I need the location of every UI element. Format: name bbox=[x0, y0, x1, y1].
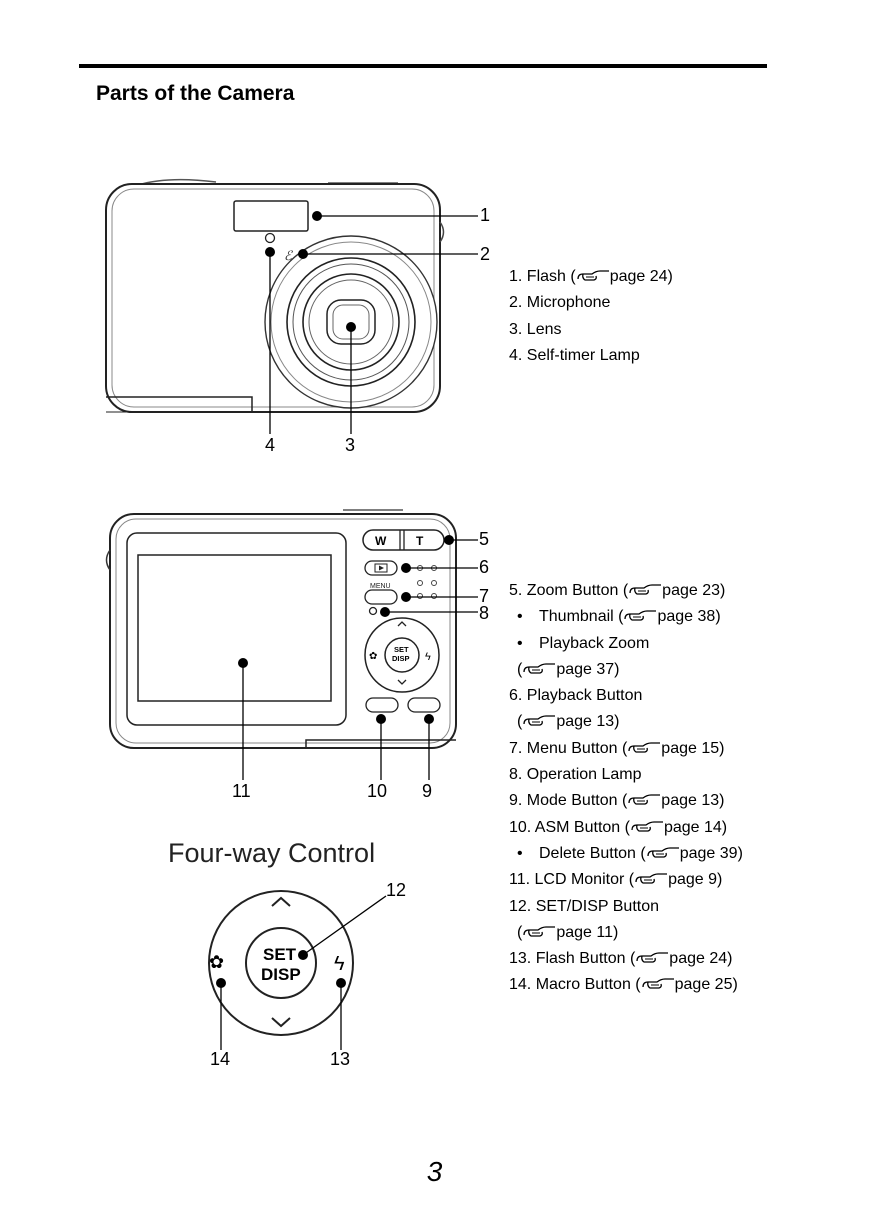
list-item: 6. Playback Button bbox=[509, 687, 643, 705]
page-reference-icon bbox=[641, 974, 675, 1000]
svg-text:SET: SET bbox=[394, 645, 409, 654]
list-item: 2. Microphone bbox=[509, 294, 611, 312]
callout-10: 10 bbox=[367, 781, 387, 801]
callout-3: 3 bbox=[345, 435, 355, 455]
page-reference-icon bbox=[522, 711, 556, 737]
svg-text:MENU: MENU bbox=[370, 583, 391, 590]
header-rule bbox=[79, 64, 767, 68]
callout-2: 2 bbox=[480, 244, 490, 264]
disp-label: DISP bbox=[261, 965, 301, 984]
page-reference-icon bbox=[522, 922, 556, 948]
page-reference-icon bbox=[628, 580, 662, 606]
flash-icon: ϟ bbox=[334, 953, 345, 975]
callout-6: 6 bbox=[479, 557, 489, 577]
page-reference-icon bbox=[627, 790, 661, 816]
page-reference-icon bbox=[646, 843, 680, 869]
callout-12: 12 bbox=[386, 880, 406, 900]
camera-back-diagram: W T MENU SET DISP ✿ ϟ 5 6 7 8 9 10 11 bbox=[105, 509, 489, 801]
zoom-button: W T bbox=[362, 529, 445, 551]
page-title: Parts of the Camera bbox=[96, 82, 295, 105]
list-item: 11. LCD Monitor (page 9) bbox=[509, 867, 743, 893]
callout-7: 7 bbox=[479, 586, 489, 606]
svg-text:ℰ: ℰ bbox=[284, 248, 293, 263]
page-reference-icon bbox=[522, 659, 556, 685]
list-item: 7. Menu Button (page 15) bbox=[509, 736, 743, 762]
svg-text:T: T bbox=[416, 534, 424, 548]
page-number: 3 bbox=[426, 1156, 443, 1187]
list-item: •Playback Zoom bbox=[517, 634, 650, 652]
svg-text:DISP: DISP bbox=[392, 654, 410, 663]
page-reference-icon bbox=[576, 266, 610, 292]
list-item: 8. Operation Lamp bbox=[509, 766, 642, 784]
four-way-control-diagram: Four-way Control SET DISP ✿ ϟ 12 13 14 bbox=[168, 838, 406, 1069]
svg-text:ϟ: ϟ bbox=[425, 651, 431, 663]
list-item: (page 11) bbox=[509, 920, 743, 946]
list-item: 1. Flash (page 24) bbox=[509, 264, 673, 290]
page-reference-icon bbox=[630, 817, 664, 843]
self-timer-lamp-outline bbox=[264, 232, 276, 244]
callout-1: 1 bbox=[480, 205, 490, 225]
list-item: 13. Flash Button (page 24) bbox=[509, 946, 743, 972]
list-item: 14. Macro Button (page 25) bbox=[509, 972, 743, 998]
front-parts-list: 1. Flash (page 24) 2. Microphone 3. Lens… bbox=[509, 264, 673, 369]
callout-4: 4 bbox=[265, 435, 275, 455]
menu-button bbox=[364, 589, 398, 605]
list-item: 3. Lens bbox=[509, 320, 562, 338]
camera-front-diagram: ℰ 1 2 3 4 bbox=[105, 178, 490, 455]
list-item: 10. ASM Button (page 14) bbox=[509, 815, 743, 841]
callout-11: 11 bbox=[232, 781, 251, 801]
list-item: 9. Mode Button (page 13) bbox=[509, 788, 743, 814]
svg-text:W: W bbox=[375, 534, 387, 548]
page-reference-icon bbox=[634, 869, 668, 895]
callout-13: 13 bbox=[330, 1049, 350, 1069]
list-item: 4. Self-timer Lamp bbox=[509, 346, 640, 364]
list-item: (page 37) bbox=[509, 657, 743, 683]
callout-9: 9 bbox=[422, 781, 432, 801]
list-item: (page 13) bbox=[509, 709, 743, 735]
set-label: SET bbox=[263, 945, 297, 964]
four-way-dial-small: SET DISP ✿ ϟ bbox=[364, 617, 440, 693]
list-item: 12. SET/DISP Button bbox=[509, 897, 660, 915]
callout-8: 8 bbox=[479, 603, 489, 623]
callout-5: 5 bbox=[479, 529, 489, 549]
page-reference-icon bbox=[635, 948, 669, 974]
flash-window bbox=[233, 200, 309, 232]
list-item: •Thumbnail (page 38) bbox=[509, 604, 743, 630]
back-parts-list: 5. Zoom Button (page 23) •Thumbnail (pag… bbox=[509, 578, 743, 999]
page-reference-icon bbox=[627, 738, 661, 764]
svg-text:✿: ✿ bbox=[369, 651, 377, 662]
callout-14: 14 bbox=[210, 1049, 230, 1069]
asm-button bbox=[365, 697, 399, 713]
mode-button bbox=[407, 697, 441, 713]
page-reference-icon bbox=[623, 606, 657, 632]
list-item: •Delete Button (page 39) bbox=[509, 841, 743, 867]
macro-icon: ✿ bbox=[209, 952, 224, 972]
four-way-heading: Four-way Control bbox=[168, 838, 375, 868]
list-item: 5. Zoom Button (page 23) bbox=[509, 578, 743, 604]
